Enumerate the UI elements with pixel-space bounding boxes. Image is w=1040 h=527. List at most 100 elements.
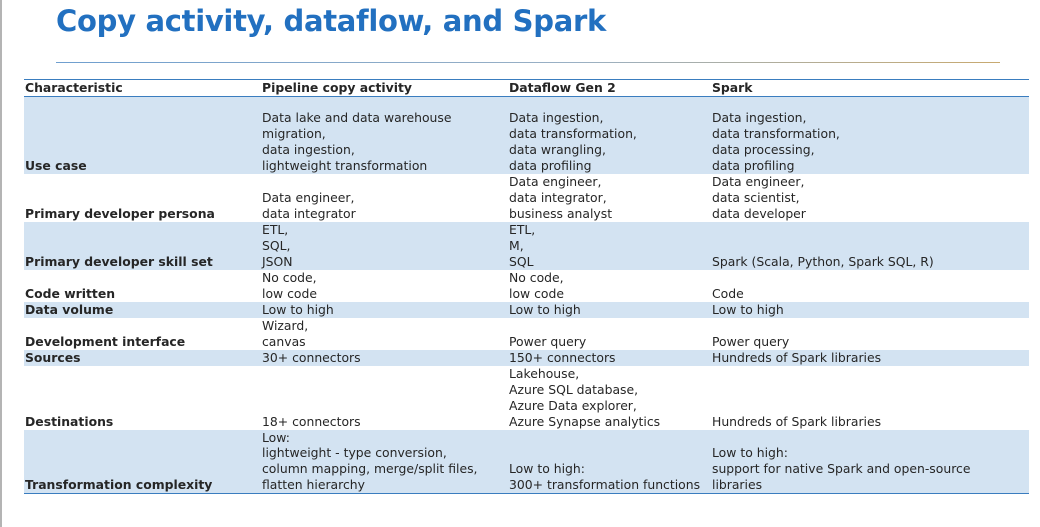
copy-cell: Low:lightweight - type conversion,column… [261,429,508,495]
table-row-data-volume: Data volume Low to high Low to high Low to … [24,301,1029,318]
cell-line: data transformation, [509,125,637,141]
spark-cell: Data engineer,data scientist,data develo… [711,174,1029,222]
cell-line: 150+ connectors [509,349,616,365]
cell-line: Data engineer, [262,189,355,205]
spark-cell: Power query [711,318,1029,350]
left-edge-bar [0,0,2,527]
cell-line: Lakehouse, [509,365,580,381]
dataflow-cell: Low to high:300+ transformation function… [508,429,711,495]
cell-line: Low to high [712,301,784,317]
cell-line: libraries [712,477,763,493]
cell-line: low code [509,285,564,301]
cell-line: 300+ transformation functions [509,477,701,493]
cell-line: data transformation, [712,125,840,141]
cell-line: Power query [509,333,587,349]
spark-cell: Low to high [711,302,1029,318]
cell-line: column mapping, merge/split files, [262,461,478,477]
characteristic-cell: Data volume [25,301,114,317]
title-divider [56,62,1000,63]
copy-cell: Wizard,canvas [261,318,508,350]
spark-cell: Hundreds of Spark libraries [711,350,1029,366]
cell-line: data wrangling, [509,141,606,157]
cell-line: No code, [509,269,564,285]
cell-line: Spark (Scala, Python, Spark SQL, R) [712,253,934,269]
copy-cell: 18+ connectors [261,366,508,430]
cell-line: support for native Spark and open-source [712,461,971,477]
characteristic-cell: Sources [25,349,81,365]
cell-line: Code [712,285,744,301]
cell-line: Data ingestion, [712,109,807,125]
cell-line: data ingestion, [262,141,355,157]
cell-line: lightweight - type conversion, [262,445,447,461]
cell-line: 30+ connectors [262,349,361,365]
header-spark: Spark [711,79,1029,97]
cell-line: Data ingestion, [509,109,604,125]
cell-line: data profiling [712,157,795,173]
characteristic-cell: Code written [25,285,116,301]
cell-line: low code [262,285,317,301]
spark-cell: Low to high:support for native Spark and… [711,429,1029,495]
cell-line: Azure SQL database, [509,381,639,397]
copy-cell: Data engineer,data integrator [261,174,508,222]
cell-line: SQL [509,253,534,269]
cell-line: lightweight transformation [262,157,428,173]
spark-cell: Data ingestion,data transformation,data … [711,97,1029,174]
characteristic-cell: Development interface [25,333,186,349]
cell-line: Low to high [509,301,581,317]
cell-line: ETL, [262,221,289,237]
cell-line: M, [509,237,524,253]
characteristic-cell: Primary developer persona [25,205,215,221]
cell-line: Azure Data explorer, [509,397,637,413]
characteristic-cell: Use case [25,157,87,173]
cell-line: Hundreds of Spark libraries [712,349,882,365]
cell-line: Low to high: [712,445,788,461]
cell-line: SQL, [262,237,291,253]
cell-line: data integrator [262,205,356,221]
cell-line: JSON [262,253,293,269]
cell-line: Low to high: [509,461,585,477]
header-dataflow-gen2: Dataflow Gen 2 [508,79,711,97]
spark-cell: Hundreds of Spark libraries [711,366,1029,430]
cell-line: migration, [262,125,326,141]
spark-cell: Code [711,270,1029,302]
cell-line: Hundreds of Spark libraries [712,413,882,429]
table-row-sources: Sources 30+ connectors 150+ connectors Hund… [24,349,1029,366]
dataflow-cell: Lakehouse,Azure SQL database,Azure Data … [508,366,711,430]
cell-line: ETL, [509,221,536,237]
characteristic-cell: Destinations [25,413,114,429]
cell-line: Low to high [262,301,334,317]
copy-cell: No code,low code [261,270,508,302]
cell-line: Low: [262,429,290,445]
comparison-table: Characteristic Pipeline copy activity Da… [24,79,1029,495]
dataflow-cell: Data engineer,data integrator,business a… [508,174,711,222]
copy-cell: 30+ connectors [261,350,508,366]
cell-line: Data lake and data warehouse [262,109,452,125]
cell-line: canvas [262,333,306,349]
dataflow-cell: Data ingestion,data transformation,data … [508,97,711,174]
dataflow-cell: Low to high [508,302,711,318]
cell-line: 18+ connectors [262,413,361,429]
cell-line: Data engineer, [509,173,602,189]
cell-line: flatten hierarchy [262,477,365,493]
cell-line: business analyst [509,205,613,221]
cell-line: data processing, [712,141,815,157]
copy-cell: ETL,SQL,JSON [261,222,508,270]
dataflow-cell: Power query [508,318,711,350]
slide-title: Copy activity, dataflow, and Spark [56,4,606,38]
table-header-row: Characteristic Pipeline copy activity Da… [24,79,1029,97]
characteristic-cell: Transformation complexity [24,429,261,495]
cell-line: Wizard, [262,317,309,333]
cell-line: data integrator, [509,189,607,205]
cell-line: Data engineer, [712,173,805,189]
characteristic-cell: Primary developer skill set [25,253,213,269]
dataflow-cell: ETL,M,SQL [508,222,711,270]
dataflow-cell: 150+ connectors [508,350,711,366]
cell-line: No code, [262,269,317,285]
dataflow-cell: No code,low code [508,270,711,302]
cell-line: Azure Synapse analytics [509,413,661,429]
